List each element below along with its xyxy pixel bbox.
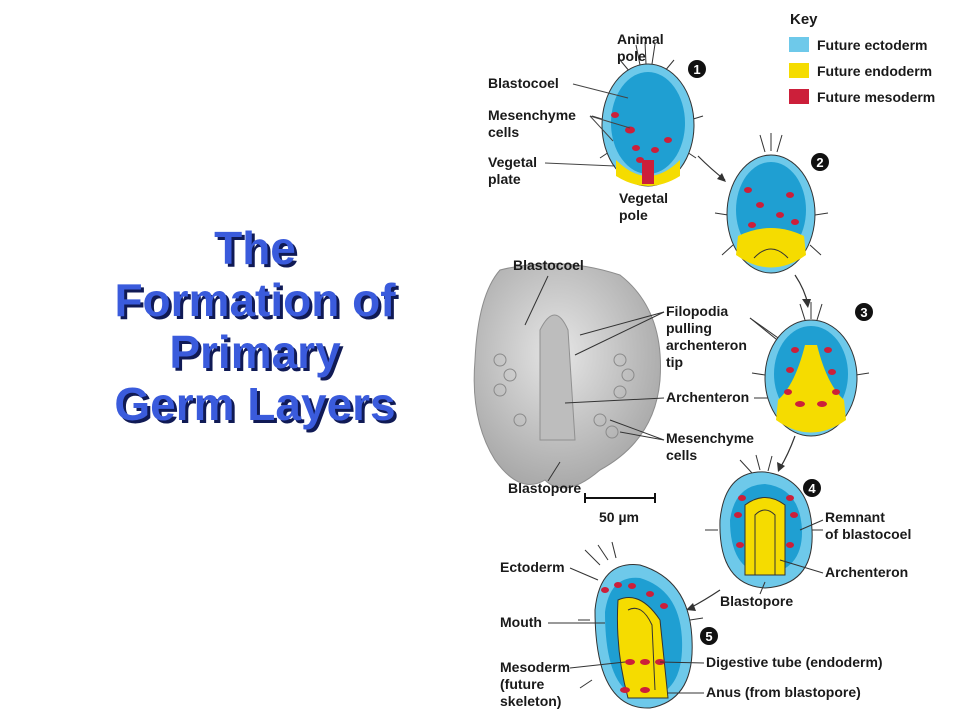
title-line: The (214, 222, 296, 274)
leader-line (759, 581, 766, 595)
stage-arrow-head (717, 173, 726, 182)
step-badge (811, 153, 829, 171)
mesoderm-swatch (789, 89, 809, 104)
stage-4-embryo (705, 454, 823, 589)
label-mesoderm: skeleton) (500, 693, 561, 709)
stage-2-embryo (714, 133, 829, 274)
leader-line (524, 275, 549, 326)
label-vegetal-plate: plate (488, 171, 521, 187)
label-mesenchyme: Mesenchyme (488, 107, 576, 123)
step-number: 2 (816, 155, 823, 170)
step-badge (855, 303, 873, 321)
micrograph (473, 263, 661, 489)
stage-arrow (689, 589, 721, 609)
stage-3-embryo (751, 302, 870, 437)
key-label: Future ectoderm (817, 37, 927, 53)
label-mesoderm: Mesoderm (500, 659, 570, 675)
stage-arrow-head (686, 603, 696, 611)
title-line: Germ Layers (114, 378, 396, 430)
leader-line (569, 567, 599, 581)
leader-line (589, 115, 631, 129)
label-animal-pole: pole (617, 48, 646, 64)
label-filopodia: pulling (666, 320, 712, 336)
leader-line (779, 559, 824, 574)
leader-line (609, 419, 665, 441)
stage-arrow (779, 435, 796, 469)
step-badge (803, 479, 821, 497)
leader-line (547, 461, 561, 482)
stage-arrow-head (777, 462, 785, 472)
label-mesenchyme: cells (488, 124, 519, 140)
color-key: Key Future ectoderm Future endoderm Futu… (789, 11, 935, 105)
title-line: Primary (169, 326, 341, 378)
label-anus: Anus (from blastopore) (706, 684, 861, 700)
label-archenteron-4: Archenteron (825, 564, 908, 580)
label-vegetal-pole: Vegetal (619, 190, 668, 206)
leader-line (572, 83, 629, 99)
step-number: 4 (808, 481, 816, 496)
label-filopodia: Filopodia (666, 303, 728, 319)
endoderm-swatch (789, 63, 809, 78)
label-remnant-blastocoel: of blastocoel (825, 526, 911, 542)
label-scale-bar: 50 µm (599, 509, 639, 525)
label-digestive-tube: Digestive tube (endoderm) (706, 654, 883, 670)
label-mouth: Mouth (500, 614, 542, 630)
label-blastopore: Blastopore (508, 480, 581, 496)
ectoderm-swatch (789, 37, 809, 52)
step-badge (688, 60, 706, 78)
label-filopodia: archenteron (666, 337, 747, 353)
label-vegetal-pole: pole (619, 207, 648, 223)
label-archenteron: Archenteron (666, 389, 749, 405)
key-label: Future mesoderm (817, 89, 935, 105)
step-number: 5 (705, 629, 712, 644)
step-number: 3 (860, 305, 867, 320)
stage-arrow-head (802, 299, 811, 308)
label-animal-pole: Animal (617, 31, 664, 47)
stage-1-embryo (591, 41, 704, 187)
leader-line (619, 431, 665, 441)
label-vegetal-plate: Vegetal (488, 154, 537, 170)
leader-line (544, 162, 616, 167)
step-badge (700, 627, 718, 645)
leader-line (574, 311, 665, 356)
label-mesoderm: (future (500, 676, 545, 692)
label-blastopore-4: Blastopore (720, 593, 793, 609)
title-line: Formation of (114, 274, 396, 326)
label-photo-mesenchyme: cells (666, 447, 697, 463)
label-remnant-blastocoel: Remnant (825, 509, 885, 525)
step-number: 1 (693, 62, 700, 77)
leader-line (589, 115, 614, 142)
label-photo-mesenchyme: Mesenchyme (666, 430, 754, 446)
leader-line (569, 661, 626, 669)
leader-line (579, 311, 665, 336)
key-label: Future endoderm (817, 63, 932, 79)
leader-line (659, 661, 705, 664)
label-ectoderm: Ectoderm (500, 559, 565, 575)
label-photo-blastocoel: Blastocoel (513, 257, 584, 273)
label-blastocoel: Blastocoel (488, 75, 559, 91)
key-heading: Key (790, 11, 818, 28)
slide-title: The Formation of Primary Germ Layers (40, 222, 470, 430)
stage-5-embryo (578, 541, 704, 709)
leader-line (799, 519, 824, 531)
leader-line (564, 397, 665, 404)
label-filopodia: tip (666, 354, 683, 370)
